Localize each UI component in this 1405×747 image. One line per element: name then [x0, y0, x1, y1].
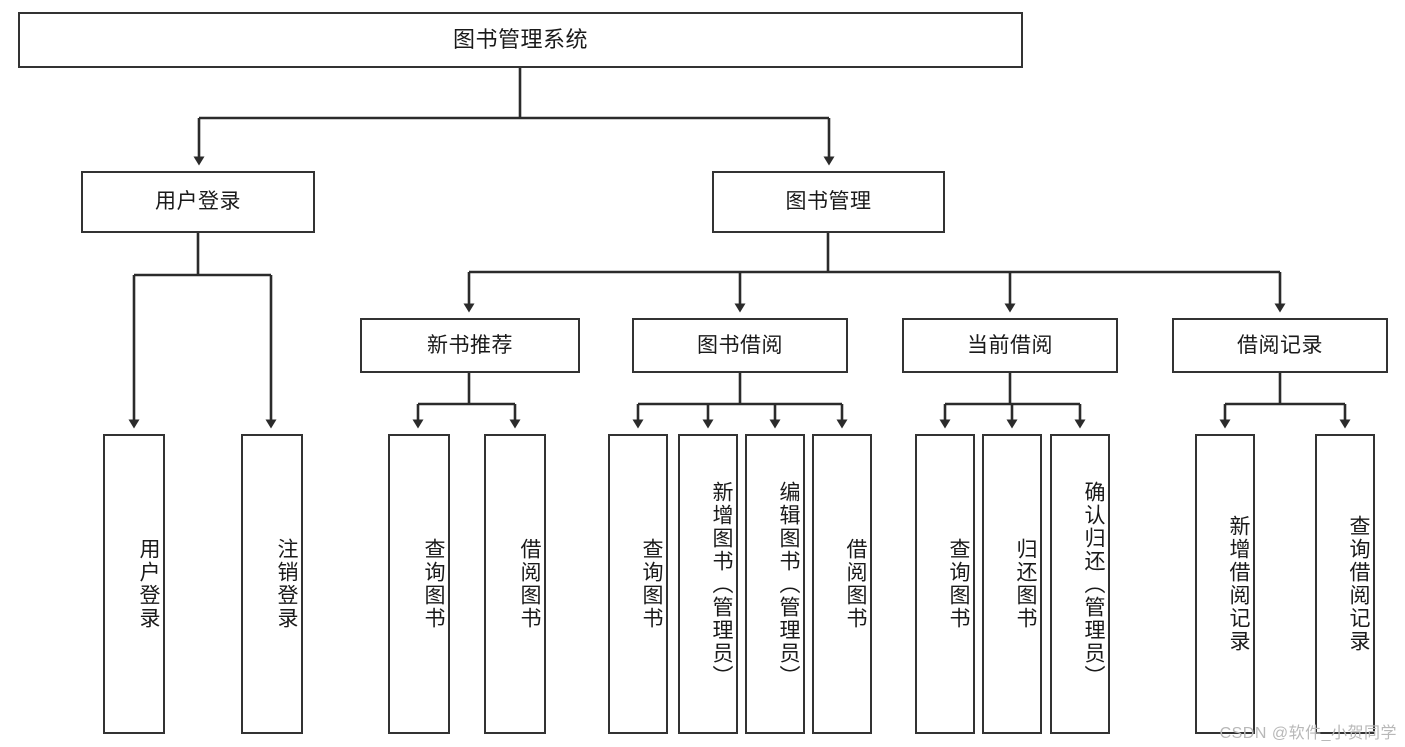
node-leaf-edit-book[interactable]: 编辑图书（管理员）: [745, 434, 805, 734]
node-book-manage-label: 图书管理: [785, 190, 872, 214]
node-user-login[interactable]: 用户登录: [81, 171, 315, 233]
node-leaf-query-book[interactable]: 查询图书: [608, 434, 668, 734]
node-current-borrow[interactable]: 当前借阅: [902, 318, 1118, 373]
node-leaf-user-login[interactable]: 用户登录: [103, 434, 165, 734]
node-leaf-add-record-label: 新增借阅记录: [1227, 515, 1250, 653]
node-leaf-add-book[interactable]: 新增图书（管理员）: [678, 434, 738, 734]
node-leaf-edit-book-label: 编辑图书（管理员）: [777, 480, 800, 688]
node-leaf-borrow-book[interactable]: 借阅图书: [812, 434, 872, 734]
node-leaf-query-book-rec[interactable]: 查询图书: [388, 434, 450, 734]
node-borrow-record-label: 借阅记录: [1237, 333, 1323, 357]
node-leaf-add-record[interactable]: 新增借阅记录: [1195, 434, 1255, 734]
node-root[interactable]: 图书管理系统: [18, 12, 1023, 68]
node-new-book-rec[interactable]: 新书推荐: [360, 318, 580, 373]
node-leaf-query-book-cur[interactable]: 查询图书: [915, 434, 975, 734]
node-book-borrow-label: 图书借阅: [697, 333, 783, 357]
node-leaf-query-record-label: 查询借阅记录: [1347, 515, 1370, 653]
node-new-book-rec-label: 新书推荐: [427, 333, 513, 357]
node-leaf-logout[interactable]: 注销登录: [241, 434, 303, 734]
node-leaf-query-book-cur-label: 查询图书: [947, 538, 970, 630]
node-leaf-return-book[interactable]: 归还图书: [982, 434, 1042, 734]
node-leaf-return-book-label: 归还图书: [1014, 538, 1037, 630]
node-leaf-borrow-book-rec[interactable]: 借阅图书: [484, 434, 546, 734]
node-root-label: 图书管理系统: [452, 26, 588, 52]
node-leaf-borrow-book-rec-label: 借阅图书: [518, 538, 541, 630]
node-leaf-query-record[interactable]: 查询借阅记录: [1315, 434, 1375, 734]
node-leaf-add-book-label: 新增图书（管理员）: [710, 480, 733, 688]
node-leaf-query-book-rec-label: 查询图书: [422, 538, 445, 630]
watermark-text: CSDN @软件_小贺同学: [1219, 725, 1397, 742]
node-leaf-user-login-label: 用户登录: [137, 538, 160, 630]
node-leaf-query-book-label: 查询图书: [640, 538, 663, 630]
node-leaf-logout-label: 注销登录: [275, 538, 298, 630]
node-borrow-record[interactable]: 借阅记录: [1172, 318, 1388, 373]
node-book-borrow[interactable]: 图书借阅: [632, 318, 848, 373]
node-leaf-confirm-return[interactable]: 确认归还（管理员）: [1050, 434, 1110, 734]
node-user-login-label: 用户登录: [155, 190, 241, 214]
node-leaf-confirm-return-label: 确认归还（管理员）: [1082, 480, 1105, 688]
node-leaf-borrow-book-label: 借阅图书: [844, 538, 867, 630]
node-book-manage[interactable]: 图书管理: [712, 171, 945, 233]
node-current-borrow-label: 当前借阅: [967, 333, 1053, 357]
